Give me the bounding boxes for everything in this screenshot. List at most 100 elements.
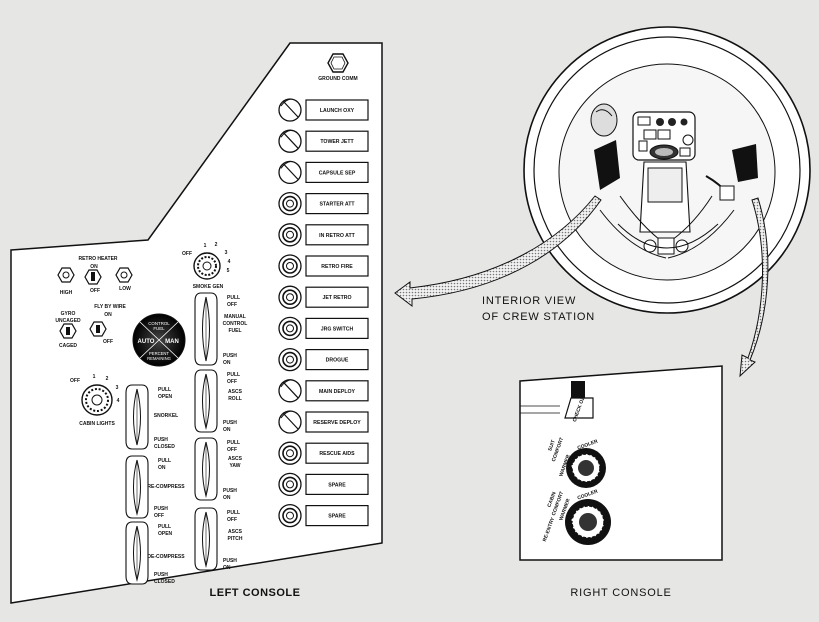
pull-handle-top-label-2: OFF xyxy=(227,379,237,385)
sequence-lamp[interactable] xyxy=(278,129,302,153)
sequence-button[interactable] xyxy=(305,255,369,277)
sequence-item[interactable]: JET RETRO xyxy=(278,285,369,309)
sequence-item[interactable]: DROGUE xyxy=(278,347,369,372)
pull-handle-name: SNORKEL xyxy=(154,413,178,419)
sequence-button[interactable] xyxy=(305,442,369,464)
fly-by-wire-off-label: OFF xyxy=(103,339,113,345)
sequence-item[interactable]: MAIN DEPLOY xyxy=(278,379,369,403)
sequence-button[interactable] xyxy=(305,193,369,215)
retro-heater-low-label: LOW xyxy=(119,286,131,292)
pull-handle-bottom-label-2: OFF xyxy=(154,513,164,519)
sequence-item[interactable]: STARTER ATT xyxy=(278,191,369,216)
ground-comm-control[interactable]: GROUND COMM xyxy=(318,53,358,82)
sequence-item[interactable]: CAPSULE SEP xyxy=(278,160,369,185)
interior-view-caption-1: INTERIOR VIEW xyxy=(482,295,576,307)
sequence-button[interactable] xyxy=(305,380,369,402)
sequence-button[interactable] xyxy=(305,411,369,433)
cabin-lights-pos-3: 3 xyxy=(116,385,119,391)
sequence-button[interactable] xyxy=(305,161,369,183)
pull-handle-top-label-2: OFF xyxy=(227,302,237,308)
sequence-lamp[interactable] xyxy=(278,410,302,434)
cabin-comfort-label-1: CABIN xyxy=(547,491,558,508)
sequence-item[interactable]: IN RETRO ATT xyxy=(278,223,369,247)
sequence-button-label: RETRO FIRE xyxy=(321,264,353,270)
gyro-switch[interactable]: GYRO UNCAGED CAGED xyxy=(55,311,81,349)
sequence-lamp[interactable] xyxy=(278,379,302,403)
control-fuel-man-label: MAN xyxy=(165,339,179,345)
sequence-button-label: RESCUE AIDS xyxy=(319,451,355,457)
sequence-item[interactable]: RESERVE DEPLOY xyxy=(278,410,369,434)
pull-handle-top-label: PULL xyxy=(158,387,171,393)
control-fuel-remaining-label: REMAINING xyxy=(147,356,171,361)
suit-comfort-control[interactable]: SUIT COMFORT COOLER WARMER xyxy=(547,437,606,488)
sequence-button-label: JRG SWITCH xyxy=(321,326,354,332)
pull-handle-name: ASCS xyxy=(228,529,243,535)
pull-handle-name: FUEL xyxy=(228,328,241,334)
pull-handle-bottom-label: PUSH xyxy=(154,506,168,512)
pull-handles: PULLOFFMANUALCONTROLFUELPUSHONPULLOFFASC… xyxy=(125,292,248,585)
left-console-caption: LEFT CONSOLE xyxy=(210,587,301,599)
smoke-gen-pos-5: 5 xyxy=(227,268,230,274)
gyro-label: GYRO xyxy=(61,311,76,317)
sequence-button[interactable] xyxy=(305,286,369,308)
sequence-panel: LAUNCH OXY TOWER JETT CAPSULE SEP STARTER A… xyxy=(278,98,369,528)
sequence-lamp[interactable] xyxy=(278,98,302,122)
sequence-item[interactable]: RETRO FIRE xyxy=(278,254,369,278)
smoke-gen-pos-2: 2 xyxy=(215,242,218,248)
sequence-item[interactable]: TOWER JETT xyxy=(278,129,369,153)
sequence-button-label: CAPSULE SEP xyxy=(319,170,356,176)
sequence-button[interactable] xyxy=(305,349,369,371)
sequence-item[interactable]: JRG SWITCH xyxy=(278,316,369,341)
sequence-button[interactable] xyxy=(305,505,369,527)
fly-by-wire-switch[interactable]: FLY BY WIRE ON OFF xyxy=(89,304,126,345)
pull-handle-bottom-label: PUSH xyxy=(154,437,168,443)
pull-handle-top-label: PULL xyxy=(227,510,240,516)
pull-handle-bottom-label-2: ON xyxy=(223,565,231,571)
smoke-gen-pos-1: 1 xyxy=(204,243,207,249)
sequence-item[interactable]: SPARE xyxy=(278,503,369,528)
control-fuel-top-label: CONTROL xyxy=(148,321,170,326)
pull-handle-top-label-2: ON xyxy=(158,465,166,471)
sequence-button[interactable] xyxy=(305,130,369,152)
pull-handle-top-label-2: OFF xyxy=(227,517,237,523)
fly-by-wire-title: FLY BY WIRE xyxy=(94,304,126,310)
check-o2-tab[interactable]: CHECK O2 xyxy=(564,396,594,423)
cabin-lights-pos-2: 2 xyxy=(106,376,109,382)
pull-handle-top-label: PULL xyxy=(158,458,171,464)
sequence-item[interactable]: LAUNCH OXY xyxy=(278,98,369,122)
pull-handle-name: CONTROL xyxy=(223,321,248,327)
sequence-item[interactable]: RESCUE AIDS xyxy=(278,441,369,465)
sequence-button[interactable] xyxy=(305,317,369,339)
sequence-button[interactable] xyxy=(305,99,369,121)
pull-handle-bottom-label: PUSH xyxy=(223,488,237,494)
control-fuel-gauge: CONTROL FUEL AUTO MAN PERCENT REMAINING xyxy=(132,313,186,367)
sequence-button-label: TOWER JETT xyxy=(320,139,354,145)
cabin-lights-selector[interactable]: OFF 1 2 3 4 CABIN LIGHTS xyxy=(70,374,120,427)
retro-heater-title: RETRO HEATER xyxy=(78,256,117,262)
pull-handle-name: MANUAL xyxy=(224,314,246,320)
cabin-lights-off-label: OFF xyxy=(70,378,80,384)
smoke-gen-selector[interactable]: OFF 1 2 3 4 5 SMOKE GEN xyxy=(182,242,231,290)
smoke-gen-off-label: OFF xyxy=(182,251,192,257)
smoke-gen-pos-3: 3 xyxy=(225,250,228,256)
pull-handle-bottom-label-2: CLOSED xyxy=(154,579,175,585)
sequence-item[interactable]: SPARE xyxy=(278,472,369,497)
retro-heater-switch[interactable]: RETRO HEATER ON HIGH OFF LOW xyxy=(57,256,133,296)
retro-heater-on-label: ON xyxy=(90,264,98,270)
pull-handle-bottom-label: PUSH xyxy=(223,558,237,564)
interior-view-caption-2: OF CREW STATION xyxy=(482,311,595,323)
pull-handle-name: ROLL xyxy=(228,396,242,402)
sequence-lamp[interactable] xyxy=(278,160,302,185)
sequence-button[interactable] xyxy=(305,473,369,495)
pull-handle-name: ASCS xyxy=(228,389,243,395)
arrow-to-right-console xyxy=(739,197,769,378)
sequence-button[interactable] xyxy=(305,224,369,246)
